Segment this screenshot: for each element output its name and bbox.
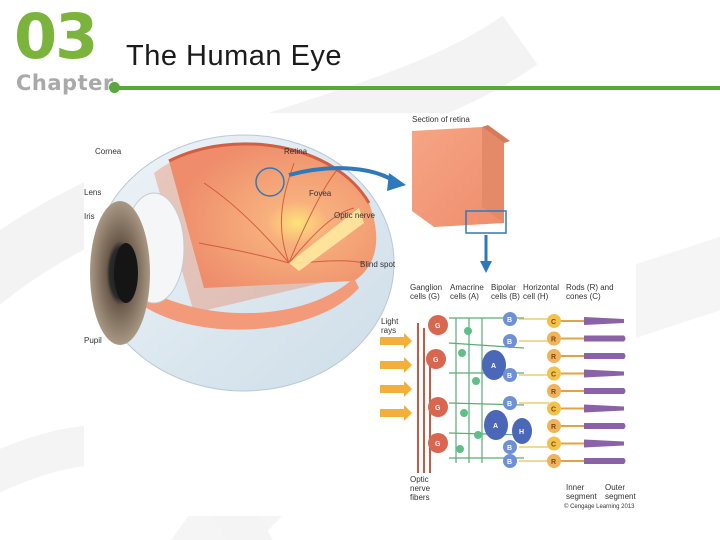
label-fovea: Fovea <box>309 189 331 198</box>
label-pupil: Pupil <box>84 336 102 345</box>
label-blind-spot: Blind spot <box>360 260 395 269</box>
amacrine-letter: A <box>493 423 498 430</box>
rod-letter: R <box>551 337 556 344</box>
magnify-arrow-head <box>387 173 406 191</box>
slide-title: The Human Eye <box>126 38 342 74</box>
label-section-of-retina: Section of retina <box>412 115 470 124</box>
rod-outer-segment <box>584 458 626 464</box>
credit-line: © Cengage Learning 2013 <box>564 504 634 511</box>
label-outer-segment: Outer segment <box>605 483 636 501</box>
cone-letter: C <box>551 372 556 379</box>
label-ganglion-cells: Ganglion cells (G) <box>410 283 442 301</box>
label-retina: Retina <box>284 147 307 156</box>
chapter-label: Chapter <box>16 70 114 96</box>
bipolar-letter: B <box>507 373 512 380</box>
light-ray-arrows <box>380 333 412 421</box>
bipolar-cells: A A H B B B B B B <box>482 312 532 468</box>
label-iris: Iris <box>84 212 95 221</box>
rod-letter: R <box>551 389 556 396</box>
ganglion-letter: G <box>435 441 441 448</box>
bipolar-letter: B <box>507 445 512 452</box>
bipolar-letter: B <box>507 339 512 346</box>
label-cornea: Cornea <box>95 147 121 156</box>
rod-outer-segment <box>584 423 626 429</box>
horizontal-letter: H <box>519 429 524 436</box>
rod-letter: R <box>551 354 556 361</box>
label-optic-nerve-fibers: Optic nerve fibers <box>410 475 430 502</box>
retina-cell-diagram: G G G G <box>380 312 626 473</box>
amacrine-letter: A <box>491 363 496 370</box>
label-optic-nerve: Optic nerve <box>334 211 375 220</box>
eyeball <box>90 135 394 391</box>
cone-outer-segment <box>584 440 624 448</box>
ganglion-letter: G <box>435 405 441 412</box>
cone-letter: C <box>551 319 556 326</box>
bipolar-letter: B <box>507 459 512 466</box>
label-amacrine-cells: Amacrine cells (A) <box>450 283 484 301</box>
cone-letter: C <box>551 407 556 414</box>
rod-outer-segment <box>584 353 626 359</box>
retina-section-block <box>412 125 510 233</box>
eye-illustration: G G G G <box>84 113 636 516</box>
label-horizontal-cell: Horizontal cell (H) <box>523 283 559 301</box>
down-arrow-head <box>480 261 492 273</box>
label-light-rays: Light rays <box>381 317 398 335</box>
cone-outer-segment <box>584 370 624 378</box>
label-inner-segment: Inner segment <box>566 483 597 501</box>
label-bipolar-cells: Bipolar cells (B) <box>491 283 520 301</box>
ganglion-letter: G <box>433 357 439 364</box>
cone-outer-segment <box>584 317 624 325</box>
label-lens: Lens <box>84 188 101 197</box>
bipolar-letter: B <box>507 401 512 408</box>
label-rods-and-cones: Rods (R) and cones (C) <box>566 283 614 301</box>
ganglion-letter: G <box>435 323 441 330</box>
rod-letter: R <box>551 424 556 431</box>
cone-outer-segment <box>584 405 624 413</box>
bipolar-letter: B <box>507 317 512 324</box>
rod-outer-segment <box>584 388 626 394</box>
eye-diagram-figure: G G G G <box>84 113 636 516</box>
cone-letter: C <box>551 442 556 449</box>
title-rule <box>112 86 720 90</box>
photoreceptors: C R R C R C R C R <box>547 314 626 468</box>
chapter-number: 03 <box>14 2 96 72</box>
rod-outer-segment <box>584 336 626 342</box>
rod-letter: R <box>551 459 556 466</box>
